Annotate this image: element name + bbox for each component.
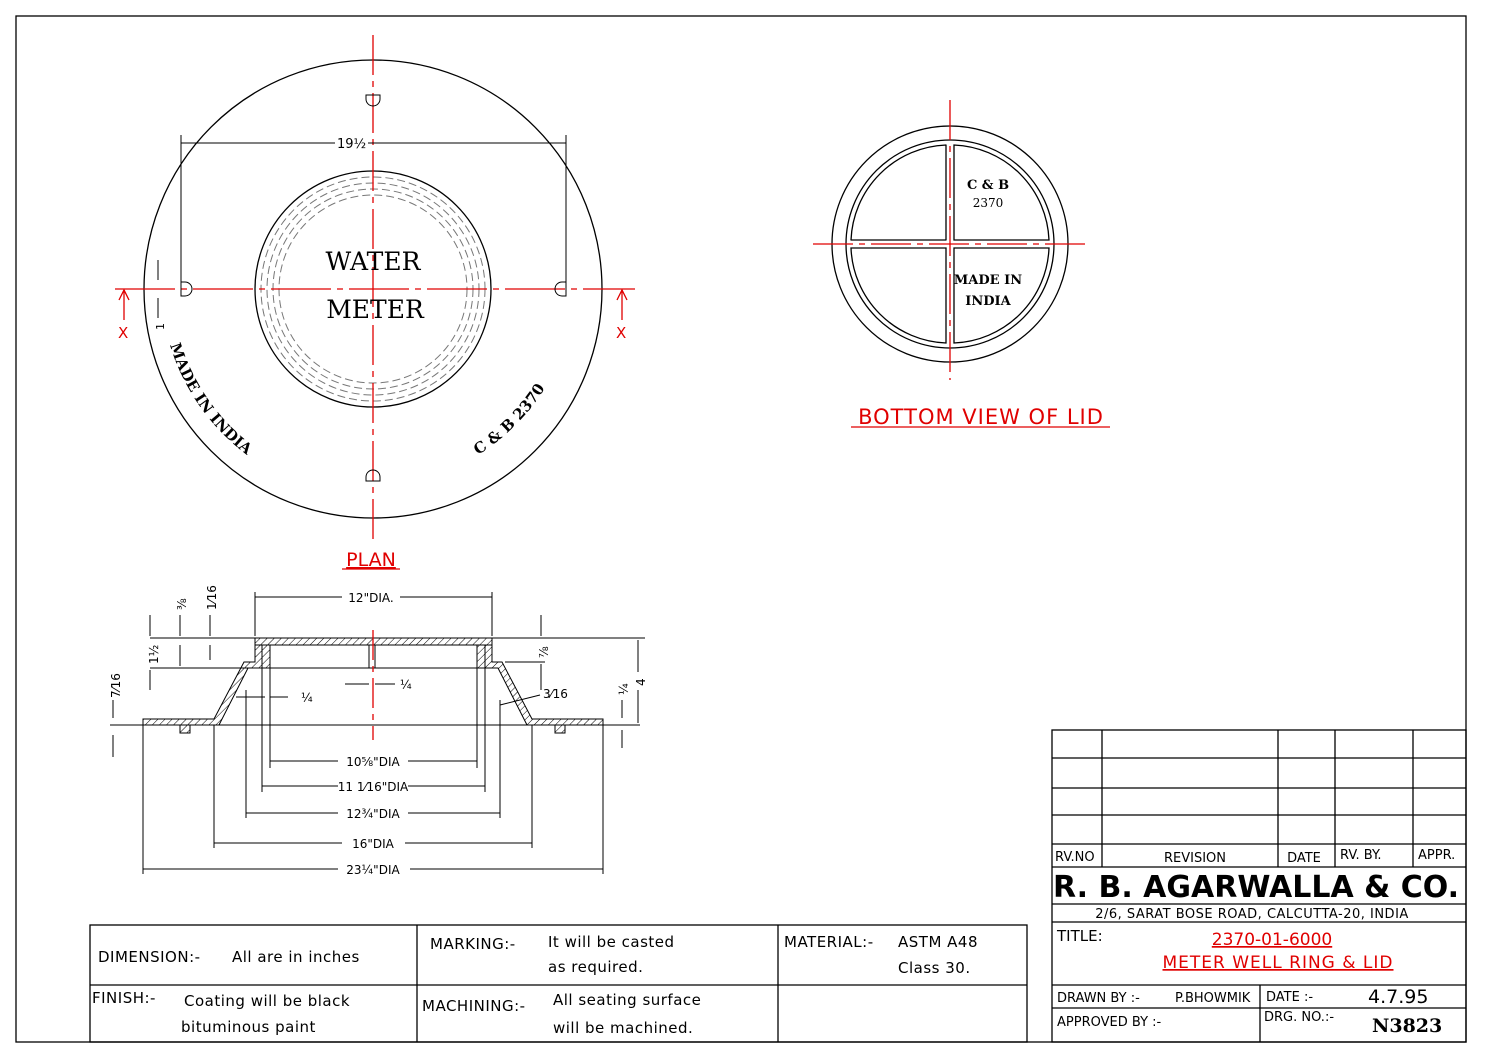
dim-height-4: 4 bbox=[634, 678, 648, 686]
rev-header-revision: REVISION bbox=[1164, 851, 1226, 866]
dim-three-sixteenths: 3⁄16 bbox=[543, 687, 568, 701]
date-label: DATE :- bbox=[1266, 990, 1313, 1005]
bottom-india-text: INDIA bbox=[965, 294, 1011, 309]
dim-23-1-4-dia: 23¼"DIA bbox=[346, 863, 400, 877]
drawn-by-label: DRAWN BY :- bbox=[1057, 991, 1140, 1006]
section-view: 12"DIA. ⅜ 1⁄16 1½ 7⁄16 ¼ ¼ ⅞ 3⁄16 ¼ 4 10… bbox=[109, 585, 648, 877]
dim-three-eighths: ⅜ bbox=[175, 598, 189, 610]
approved-by-label: APPROVED BY :- bbox=[1057, 1015, 1162, 1030]
rev-header-rvby: RV. BY. bbox=[1340, 848, 1381, 863]
finish-value-2: bituminous paint bbox=[181, 1018, 316, 1036]
slot-top bbox=[365, 94, 381, 107]
slot-right bbox=[554, 281, 567, 297]
marking-label: MARKING:- bbox=[430, 935, 516, 953]
dimension-value: All are in inches bbox=[232, 948, 360, 966]
marking-made-in-india: MADE IN INDIA bbox=[166, 340, 256, 458]
dim-quarter-flange: ¼ bbox=[301, 691, 313, 705]
finish-value-1: Coating will be black bbox=[184, 992, 350, 1010]
plan-title: PLAN bbox=[346, 549, 396, 571]
machining-label: MACHINING:- bbox=[422, 997, 526, 1015]
bottom-made-in-text: MADE IN bbox=[954, 273, 1022, 288]
finish-label: FINISH:- bbox=[92, 989, 156, 1007]
marking-value-2: as required. bbox=[548, 958, 643, 976]
dimension-label: DIMENSION:- bbox=[98, 948, 201, 966]
slot-bottom bbox=[365, 469, 381, 482]
dim-12-dia: 12"DIA. bbox=[348, 591, 393, 605]
title-block: RV.NO REVISION DATE RV. BY. APPR. R. B. … bbox=[1051, 729, 1467, 1043]
material-label: MATERIAL:- bbox=[784, 933, 874, 951]
dim-12-3-4-dia: 12¾"DIA bbox=[346, 807, 400, 821]
marking-value-1: It will be casted bbox=[548, 933, 675, 951]
rev-header-rvno: RV.NO bbox=[1055, 850, 1095, 865]
dim-quarter-base: ¼ bbox=[617, 683, 631, 695]
notes-table: DIMENSION:- All are in inches MARKING:- … bbox=[89, 924, 1028, 1043]
dim-quarter-rib: ¼ bbox=[400, 678, 412, 692]
dim-seven-eighths: ⅞ bbox=[537, 646, 551, 658]
slot-left bbox=[180, 281, 193, 297]
dim-one-sixteenth: 1⁄16 bbox=[205, 585, 219, 610]
dim-16-dia: 16"DIA bbox=[352, 837, 395, 851]
dim-11-1-16-dia: 11 1⁄16"DIA bbox=[338, 780, 409, 794]
date-value: 4.7.95 bbox=[1368, 986, 1428, 1008]
dim-10-5-8-dia: 10⅝"DIA bbox=[346, 755, 400, 769]
bottom-2370-text: 2370 bbox=[973, 196, 1004, 210]
plan-view: 19½ 1 X X WATER METER MADE IN INDIA C & … bbox=[115, 35, 635, 571]
machining-value-2: will be machined. bbox=[553, 1019, 693, 1037]
title-number: 2370-01-6000 bbox=[1212, 930, 1332, 950]
material-value-1: ASTM A48 bbox=[898, 933, 978, 951]
drawn-by-value: P.BHOWMIK bbox=[1175, 991, 1251, 1006]
title-name: METER WELL RING & LID bbox=[1162, 953, 1393, 973]
dim-slot: 1 bbox=[154, 323, 167, 330]
water-text: WATER bbox=[326, 247, 422, 276]
rev-header-appr: APPR. bbox=[1418, 848, 1455, 863]
dim-seven-sixteenths: 7⁄16 bbox=[109, 673, 123, 698]
meter-text: METER bbox=[326, 295, 425, 324]
drg-no-label: DRG. NO.:- bbox=[1264, 1010, 1334, 1025]
material-value-2: Class 30. bbox=[898, 959, 971, 977]
drawing-number: N3823 bbox=[1372, 1015, 1442, 1037]
rev-header-date: DATE bbox=[1287, 851, 1321, 866]
bottom-view-of-lid: C & B 2370 MADE IN INDIA BOTTOM VIEW OF … bbox=[813, 100, 1110, 429]
marking-cb-2370: C & B 2370 bbox=[470, 380, 548, 458]
company-name: R. B. AGARWALLA & CO. bbox=[1053, 870, 1459, 905]
section-mark-right: X bbox=[616, 324, 626, 342]
section-mark-left: X bbox=[118, 324, 128, 342]
company-address: 2/6, SARAT BOSE ROAD, CALCUTTA-20, INDIA bbox=[1095, 907, 1409, 922]
bottom-cb-text: C & B bbox=[967, 178, 1009, 193]
dim-19-half: 19½ bbox=[337, 137, 366, 152]
title-label: TITLE: bbox=[1056, 927, 1103, 945]
bottom-view-title: BOTTOM VIEW OF LID bbox=[858, 405, 1104, 429]
machining-value-1: All seating surface bbox=[553, 991, 701, 1009]
dim-one-half: 1½ bbox=[147, 645, 161, 664]
